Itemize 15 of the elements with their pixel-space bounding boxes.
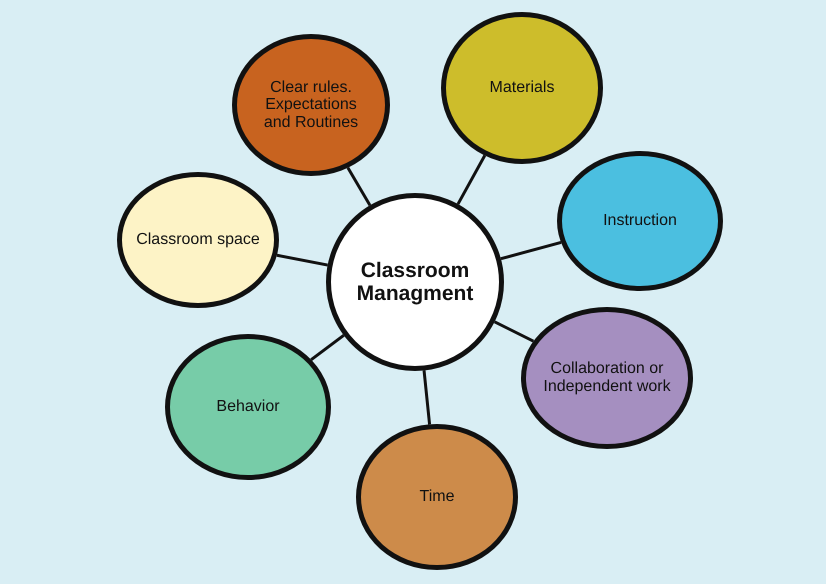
topic-label: Collaboration or Independent work <box>542 360 672 396</box>
connector-line <box>346 167 372 206</box>
connector-line <box>422 370 432 424</box>
topic-label: Classroom space <box>136 231 260 249</box>
topic-label: Time <box>420 488 454 506</box>
topic-label: Behavior <box>216 398 280 416</box>
hub-title: Classroom Managment <box>356 258 474 306</box>
topic-label: Clear rules. Expectations and Routines <box>262 78 360 132</box>
connector-line <box>456 154 486 205</box>
topic-label: Instruction <box>603 212 677 230</box>
topic-label: Materials <box>490 79 554 97</box>
connector-line <box>310 334 345 361</box>
connector-line <box>500 240 562 260</box>
connector-line <box>494 320 534 343</box>
connector-line <box>276 254 328 267</box>
